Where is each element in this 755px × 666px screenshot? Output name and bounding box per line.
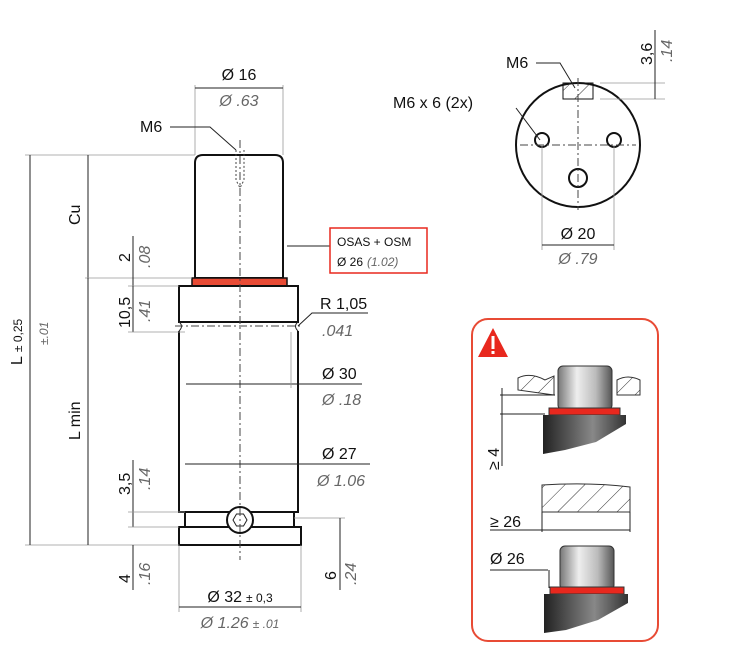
dim-3-5-inch: .14 [137,468,154,490]
dim-cu: Cu [67,205,84,225]
dim-radius: R 1,05 [320,296,367,313]
front-view: Ø 16 Ø .63 M6 L± 0,25 ±.01 Cu L min 2 .0… [9,67,428,632]
dim-4: 4 [117,574,134,583]
osas-diameter: Ø 26(1.02) [337,255,398,269]
dim-10-5-inch: .41 [137,300,154,322]
dim-3-5: 3,5 [117,473,134,495]
dim-2: 2 [117,253,134,262]
min-height-label: ≥ 4 [486,448,503,470]
top-view: M6 M6 x 6 (2x) 3,6 .14 Ø 20 Ø .79 [393,30,676,268]
dim-d27: Ø 27 [322,446,357,463]
dim-d27-inch: Ø 1.06 [316,473,365,490]
dim-6-inch: .24 [343,563,360,585]
dim-d32: Ø 32± 0,3 [207,589,273,606]
top-m6: M6 [506,55,528,72]
dim-2-inch: .08 [137,246,154,268]
dim-d16: Ø 16 [222,67,257,84]
dim-6: 6 [323,571,340,580]
dim-d30-inch: Ø .18 [321,392,361,409]
dim-d32-inch: Ø 1.26± .01 [200,615,280,632]
osas-callout [329,227,428,274]
dim-4-inch: .16 [137,563,154,585]
dim-d30: Ø 30 [322,366,357,383]
dim-l: L± 0,25 [9,318,26,365]
dim-10-5: 10,5 [117,297,134,328]
warning-panel: ≥ 4 ≥ 26 Ø 26 [471,318,659,642]
dim-d16-inch: Ø .63 [218,93,258,110]
dim-l-tol-inch: ±.01 [37,322,51,345]
top-height: 3,6 [639,43,656,65]
osas-label: OSAS + OSM [337,235,411,249]
top-m6x6: M6 x 6 (2x) [393,95,473,112]
dim-lmin: L min [67,401,84,440]
top-d20: Ø 20 [561,226,596,243]
seal-diameter-label: Ø 26 [490,551,525,568]
top-d20-inch: Ø .79 [557,251,597,268]
min-hole-label: ≥ 26 [490,514,521,531]
top-height-inch: .14 [659,40,676,62]
dim-radius-inch: .041 [322,323,353,340]
warning-triangle-icon [478,328,508,357]
label-m6: M6 [140,119,162,136]
